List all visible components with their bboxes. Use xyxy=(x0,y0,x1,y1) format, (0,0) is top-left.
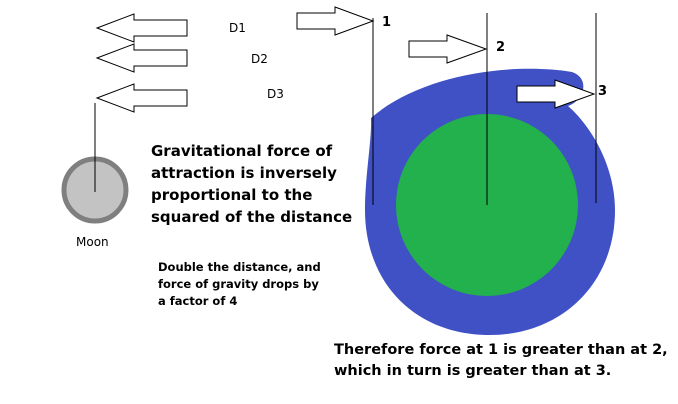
note-line: force of gravity drops by xyxy=(158,277,319,291)
label-d1: D1 xyxy=(229,21,246,35)
main-line: attraction is inversely xyxy=(151,164,337,182)
main-explanation: Gravitational force of attraction is inv… xyxy=(151,140,352,228)
note-line: a factor of 4 xyxy=(158,294,238,308)
main-line: squared of the distance xyxy=(151,208,353,226)
label-d3: D3 xyxy=(267,87,284,101)
label-point-3: 3 xyxy=(598,84,608,99)
main-line: proportional to the xyxy=(151,186,313,204)
moon-label: Moon xyxy=(76,235,109,249)
conclusion-line: which in turn is greater than at 3. xyxy=(334,363,612,379)
conclusion: Therefore force at 1 is greater than at … xyxy=(334,340,668,382)
moon-arrow-d3 xyxy=(95,83,188,113)
label-d2: D2 xyxy=(251,52,268,66)
note-line: Double the distance, and xyxy=(158,260,321,274)
main-line: Gravitational force of xyxy=(151,142,333,160)
arrow-to-point-1 xyxy=(296,6,375,36)
label-point-2: 2 xyxy=(496,40,506,55)
moon-arrow-d2 xyxy=(95,43,188,73)
arrow-to-point-2 xyxy=(408,34,488,64)
arrow-to-point-3 xyxy=(516,79,596,109)
distance-note: Double the distance, and force of gravit… xyxy=(158,259,321,310)
conclusion-line: Therefore force at 1 is greater than at … xyxy=(334,342,668,358)
label-point-1: 1 xyxy=(382,15,392,30)
moon-arrow-d1 xyxy=(95,13,188,43)
